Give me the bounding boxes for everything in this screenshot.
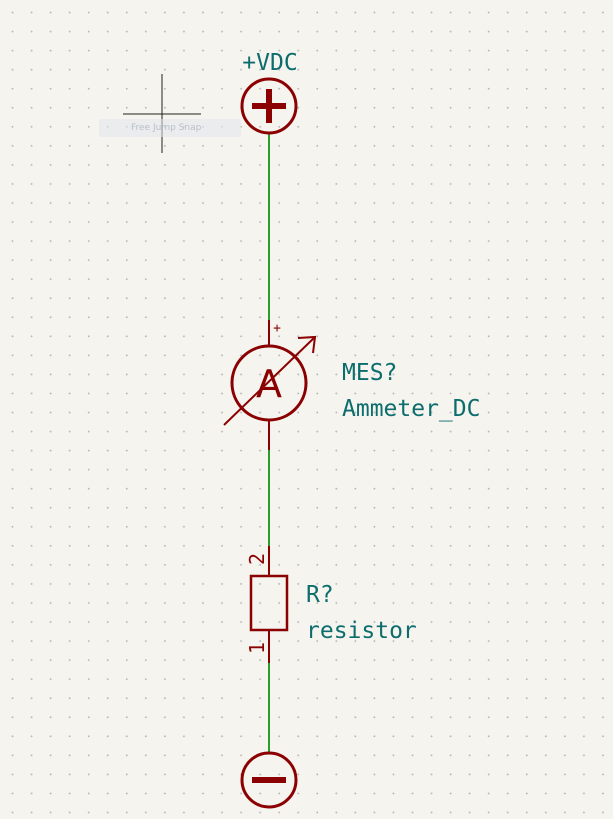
ammeter-symbol[interactable]: A + MES? Ammeter_DC [223, 320, 480, 450]
resistor-symbol[interactable]: 2 1 R? resistor [245, 546, 417, 663]
ammeter-arrow-shaft [223, 336, 316, 426]
ammeter-polarity-mark: + [273, 321, 281, 336]
resistor-pin-1-number: 1 [245, 642, 269, 654]
snap-tooltip: Free Jump Snap [99, 119, 241, 137]
resistor-body [249, 574, 289, 632]
resistor-value[interactable]: resistor [306, 618, 417, 644]
ammeter-arrow-head [297, 335, 317, 354]
ammeter-letter: A [256, 362, 282, 406]
power-minus-symbol[interactable] [240, 751, 298, 809]
ammeter-reference[interactable]: MES? [342, 360, 397, 386]
power-plus-circle [240, 77, 298, 135]
power-plus-symbol[interactable]: +VDC [240, 50, 298, 135]
resistor-reference[interactable]: R? [306, 582, 334, 608]
ammeter-value[interactable]: Ammeter_DC [342, 396, 480, 422]
resistor-pin-2-number: 2 [245, 553, 269, 565]
power-minus-circle [240, 751, 298, 809]
ammeter-body [230, 344, 308, 422]
power-plus-label[interactable]: +VDC [242, 50, 297, 76]
crosshair-cursor [123, 74, 201, 153]
